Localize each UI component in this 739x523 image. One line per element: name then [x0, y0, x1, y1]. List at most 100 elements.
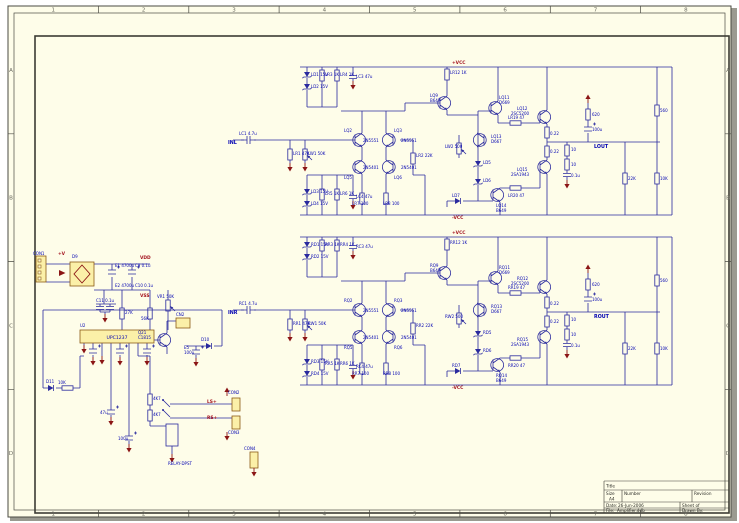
title-block	[603, 480, 729, 513]
label-22k: 22K	[628, 346, 636, 351]
label-e1-4700u: E1 4700u	[115, 263, 135, 268]
label-sheet-of: Sheet of	[682, 503, 700, 508]
label-lq3: LQ3	[394, 128, 402, 133]
label-con4: CON4	[244, 446, 256, 451]
label-6: 6	[503, 512, 507, 518]
label-lr8-100: LR8 100	[383, 201, 400, 206]
label-a: A	[726, 68, 730, 74]
label-lr5-1k: LR5 1K	[325, 191, 339, 196]
label-drawn-by: Drawn By:	[682, 508, 703, 513]
label-+vcc: +VCC	[452, 60, 466, 66]
bridge-rectifier[interactable]	[69, 261, 95, 287]
label-vr1-50k: VR1 50K	[157, 294, 174, 299]
protection-ic[interactable]	[79, 329, 155, 344]
label-2n5401: 2N5401	[363, 165, 379, 170]
label-rd3-15v: RD3 15V	[311, 359, 329, 364]
label-lq9: LQ9	[430, 93, 438, 98]
label-relay-dpst: RELAY-DPST	[168, 461, 192, 466]
label-8: 8	[684, 8, 688, 14]
label-b: B	[9, 196, 13, 202]
label-2sc5200: 2SC5200	[511, 281, 530, 286]
label-lq11: LQ11	[499, 95, 510, 100]
label-inr: INR	[228, 310, 238, 316]
label-4: 4	[323, 8, 327, 14]
label-10k: 10K	[660, 346, 668, 351]
speaker-connector-left[interactable]	[231, 397, 241, 412]
label-lq13: LQ13	[491, 134, 502, 139]
label-lw1-50k: LW1 50K	[308, 151, 326, 156]
label-2n5551: 2N5551	[401, 308, 417, 313]
label-rr1-47k: RR1 47K	[293, 321, 310, 326]
label-lq2: LQ2	[344, 128, 352, 133]
psu-protection-section[interactable]	[35, 255, 259, 477]
label-4: 4	[323, 512, 327, 518]
label-rq3: RQ3	[394, 298, 403, 303]
label-100u: 100u	[592, 127, 603, 132]
label-2n5551: 2N5551	[401, 138, 417, 143]
label-d667: D667	[491, 139, 502, 144]
label-100u: 100u	[184, 350, 195, 355]
label-revision: Revision	[694, 491, 712, 496]
label-rc3-47u: RC3 47u	[356, 244, 373, 249]
label-ld6: LD6	[483, 178, 491, 183]
label-lw2-500: LW2 500	[445, 144, 463, 149]
label-rout: ROUT	[594, 314, 610, 320]
speaker-connector-right[interactable]	[231, 415, 241, 430]
label-rq12: RQ12	[517, 276, 528, 281]
relay[interactable]	[162, 399, 179, 447]
label-rr12-1k: RR12 1K	[450, 240, 467, 245]
label-d9: D9	[72, 254, 78, 259]
label-rd2-15v: RD2 15V	[311, 254, 329, 259]
label-2sc5200: 2SC5200	[511, 111, 530, 116]
label-c11-0-1u: C11 0.1u	[96, 298, 115, 303]
label-3: 3	[232, 512, 236, 518]
label-6: 6	[503, 8, 507, 14]
label-lq5: LQ5	[344, 175, 352, 180]
label-560: 560	[660, 108, 668, 113]
label-1: 1	[51, 512, 55, 518]
label-rq11: RQ11	[499, 265, 510, 270]
label-lc4-47u: LC4 47u	[356, 194, 373, 199]
sheet-background	[8, 6, 731, 517]
label-lr20-47: LR20 47	[508, 193, 525, 198]
label-2n5401: 2N5401	[401, 165, 417, 170]
ac-input-connector[interactable]	[35, 255, 47, 283]
label-2n5551: 2N5551	[363, 138, 379, 143]
label-vss: VSS	[140, 293, 150, 299]
label-a4: A4	[609, 497, 615, 502]
label-rr7-100: RR7 100	[352, 371, 369, 376]
label-10k: 10K	[58, 380, 66, 385]
label-620: 620	[592, 112, 600, 117]
label-100u: 100u	[592, 297, 603, 302]
input-connector[interactable]	[249, 451, 259, 469]
label--vcc: -VCC	[452, 385, 463, 391]
label-2: 2	[142, 512, 146, 518]
label-2: 2	[142, 8, 146, 14]
label-d: D	[9, 451, 13, 457]
label-number: Number	[624, 491, 641, 496]
label-56k: 56K	[141, 316, 149, 321]
label-2n5401: 2N5401	[401, 335, 417, 340]
label-c: C	[726, 323, 730, 329]
aux-connector[interactable]	[175, 317, 191, 329]
label-4k7: 4K7	[153, 396, 161, 401]
label-lr4-1k: LR4 1K	[340, 72, 354, 77]
label-0-22: 0.22	[550, 131, 559, 136]
label-rq2: RQ2	[344, 298, 353, 303]
label-lr1-47k: LR1 47K	[293, 151, 310, 156]
label-ld3-15v: LD3 15V	[311, 189, 328, 194]
label-rr5-1k: RR5 1K	[325, 361, 340, 366]
label-rd1-15v: RD1 15V	[311, 242, 329, 247]
label-1: 1	[51, 8, 55, 14]
label-date: Date:	[606, 503, 617, 508]
label-b647: B647	[430, 98, 441, 103]
label-10k: 10K	[660, 176, 668, 181]
sheet-frame	[7, 5, 732, 518]
label-rq9: RQ9	[430, 263, 439, 268]
label-rr8-100: RR8 100	[383, 371, 400, 376]
label-b: B	[726, 196, 730, 202]
label-560: 560	[660, 278, 668, 283]
